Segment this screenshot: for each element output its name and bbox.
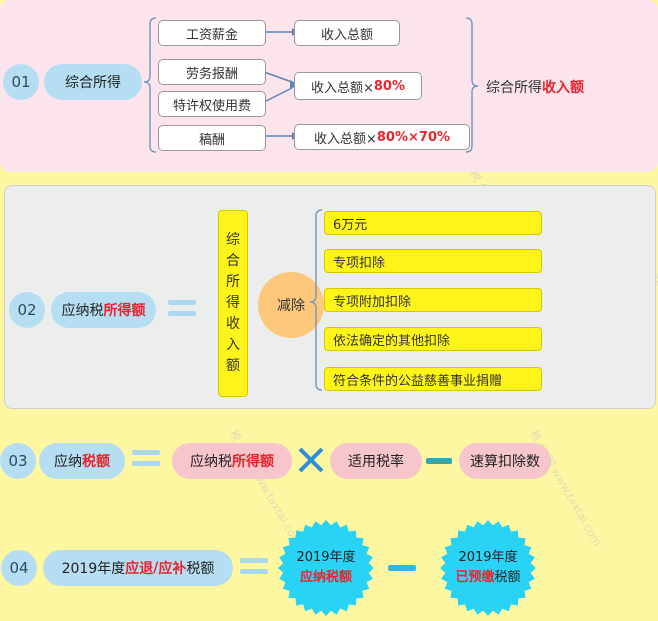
vertical-char: 入 — [226, 337, 240, 353]
badge-line: 2019年度 — [296, 550, 356, 565]
vertical-char: 额 — [226, 358, 240, 374]
taxable-income-term: 应纳税所得额 — [172, 443, 292, 479]
minus-sign — [426, 458, 452, 464]
refund-supplement-pill: 2019年度应退/应补税额 — [43, 550, 233, 586]
equals-sign — [132, 450, 160, 472]
deduct-circle: 减除 — [258, 272, 324, 338]
summary-highlight: 收入额 — [542, 80, 584, 96]
badge-line2: 已预缴税额 — [455, 568, 520, 588]
result-highlight: 80% — [373, 78, 406, 94]
starburst-shape — [440, 520, 536, 616]
term-text: 应纳税 — [190, 454, 232, 470]
section2-brace — [309, 209, 323, 391]
starburst-shape — [278, 520, 374, 616]
item-royalties: 特许权使用费 — [158, 91, 266, 117]
taxable-income-pill: 应纳税所得额 — [51, 292, 156, 328]
equals-sign — [240, 558, 268, 580]
vertical-char: 得 — [226, 295, 240, 311]
result-total-income: 收入总额 — [294, 20, 400, 46]
vertical-char: 收 — [226, 316, 240, 332]
prepaid-tax-badge: 2019年度 已预缴税额 — [440, 520, 536, 616]
tax-payable-pill: 应纳税额 — [39, 443, 125, 479]
equals-sign — [168, 300, 196, 322]
item-labor-remuneration: 劳务报酬 — [158, 59, 266, 85]
deduction-60k: 6万元 — [324, 211, 542, 235]
summary-text: 综合所得 — [486, 80, 542, 96]
deduction-other-legal: 依法确定的其他扣除 — [324, 327, 542, 351]
comprehensive-income-pill: 综合所得 — [44, 64, 142, 100]
vertical-char: 所 — [226, 274, 240, 290]
title-highlight: 税额 — [82, 454, 110, 470]
badge-tail: 税额 — [494, 570, 521, 585]
result-text: 收入总额× — [313, 131, 377, 147]
title-text: 2019年度 — [61, 561, 126, 577]
item-wages: 工资薪金 — [158, 20, 266, 46]
title-text: 税额 — [186, 561, 215, 577]
title-text: 应纳税 — [61, 303, 104, 319]
comprehensive-income-amount-vertical: 综 合 所 得 收 入 额 — [218, 210, 248, 397]
title-highlight: 应退 — [125, 561, 154, 577]
term-highlight: 所得额 — [232, 454, 274, 470]
deduction-special-additional: 专项附加扣除 — [324, 288, 542, 312]
title-slash: / — [153, 560, 159, 576]
badge-highlight: 已预缴 — [455, 570, 495, 585]
badge-highlight: 应纳税额 — [299, 570, 352, 585]
item-author-remuneration: 稿酬 — [158, 125, 266, 151]
step-number-02: 02 — [9, 292, 45, 328]
comprehensive-income-amount-label: 综合所得收入额 — [486, 77, 584, 97]
step-number-03: 03 — [0, 443, 36, 479]
quick-deduction-term: 速算扣除数 — [459, 443, 551, 479]
multiply-icon — [298, 447, 324, 473]
tax-rate-term: 适用税率 — [330, 443, 422, 479]
result-highlight: 80%×70% — [376, 129, 451, 145]
minus-sign — [388, 565, 416, 571]
result-total-income-80-70: 收入总额×80%×70% — [294, 124, 470, 150]
step-number-01: 01 — [3, 64, 39, 100]
section1-connectors — [143, 17, 479, 153]
deduction-charity: 符合条件的公益慈善事业捐赠 — [324, 367, 542, 391]
deduction-special: 专项扣除 — [324, 249, 542, 273]
result-total-income-80: 收入总额×80% — [294, 72, 422, 100]
vertical-char: 合 — [226, 253, 240, 269]
vertical-char: 综 — [226, 232, 240, 248]
step-number-04: 04 — [1, 550, 37, 586]
title-highlight: 应补 — [158, 561, 187, 577]
result-text: 收入总额× — [310, 80, 374, 96]
title-text: 应纳 — [54, 454, 82, 470]
annual-tax-payable-badge: 2019年度 应纳税额 — [278, 520, 374, 616]
title-highlight: 所得额 — [103, 303, 146, 319]
badge-line: 2019年度 — [458, 550, 518, 565]
